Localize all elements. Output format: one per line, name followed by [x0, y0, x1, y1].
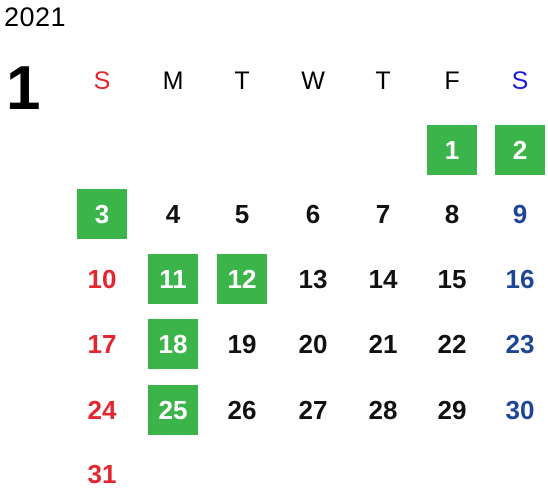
day-cell-3[interactable]: 3 [77, 189, 127, 239]
day-cell-26[interactable]: 26 [227, 395, 257, 425]
day-cell-17[interactable]: 17 [87, 329, 117, 359]
day-cell-25[interactable]: 25 [148, 385, 198, 435]
weekday-sunday: S [93, 67, 111, 95]
day-cell-2[interactable]: 2 [495, 125, 545, 175]
day-cell-1[interactable]: 1 [427, 125, 477, 175]
day-cell-30[interactable]: 30 [505, 395, 535, 425]
weekday-tuesday: T [234, 67, 250, 95]
weekday-monday: M [162, 67, 184, 95]
day-cell-6[interactable]: 6 [305, 199, 321, 229]
day-cell-15[interactable]: 15 [437, 264, 467, 294]
day-cell-28[interactable]: 28 [368, 395, 398, 425]
day-cell-31[interactable]: 31 [87, 459, 117, 489]
day-cell-10[interactable]: 10 [87, 264, 117, 294]
weekday-saturday: S [511, 67, 529, 95]
day-cell-16[interactable]: 16 [505, 264, 535, 294]
day-cell-9[interactable]: 9 [512, 199, 528, 229]
day-cell-18[interactable]: 18 [148, 319, 198, 369]
day-cell-27[interactable]: 27 [298, 395, 328, 425]
day-cell-20[interactable]: 20 [298, 329, 328, 359]
day-cell-21[interactable]: 21 [368, 329, 398, 359]
weekday-friday: F [444, 67, 460, 95]
day-cell-7[interactable]: 7 [375, 199, 391, 229]
year-label: 2021 [4, 2, 67, 32]
day-cell-13[interactable]: 13 [298, 264, 328, 294]
weekday-thursday: T [375, 67, 391, 95]
day-cell-19[interactable]: 19 [227, 329, 257, 359]
weekday-wednesday: W [301, 67, 325, 95]
month-label: 1 [6, 54, 41, 123]
day-cell-29[interactable]: 29 [437, 395, 467, 425]
day-cell-5[interactable]: 5 [234, 199, 250, 229]
day-cell-23[interactable]: 23 [505, 329, 535, 359]
day-cell-24[interactable]: 24 [87, 395, 117, 425]
day-cell-12[interactable]: 12 [217, 254, 267, 304]
day-cell-4[interactable]: 4 [165, 199, 181, 229]
day-cell-11[interactable]: 11 [148, 254, 198, 304]
day-cell-22[interactable]: 22 [437, 329, 467, 359]
day-cell-14[interactable]: 14 [368, 264, 398, 294]
day-cell-8[interactable]: 8 [444, 199, 460, 229]
